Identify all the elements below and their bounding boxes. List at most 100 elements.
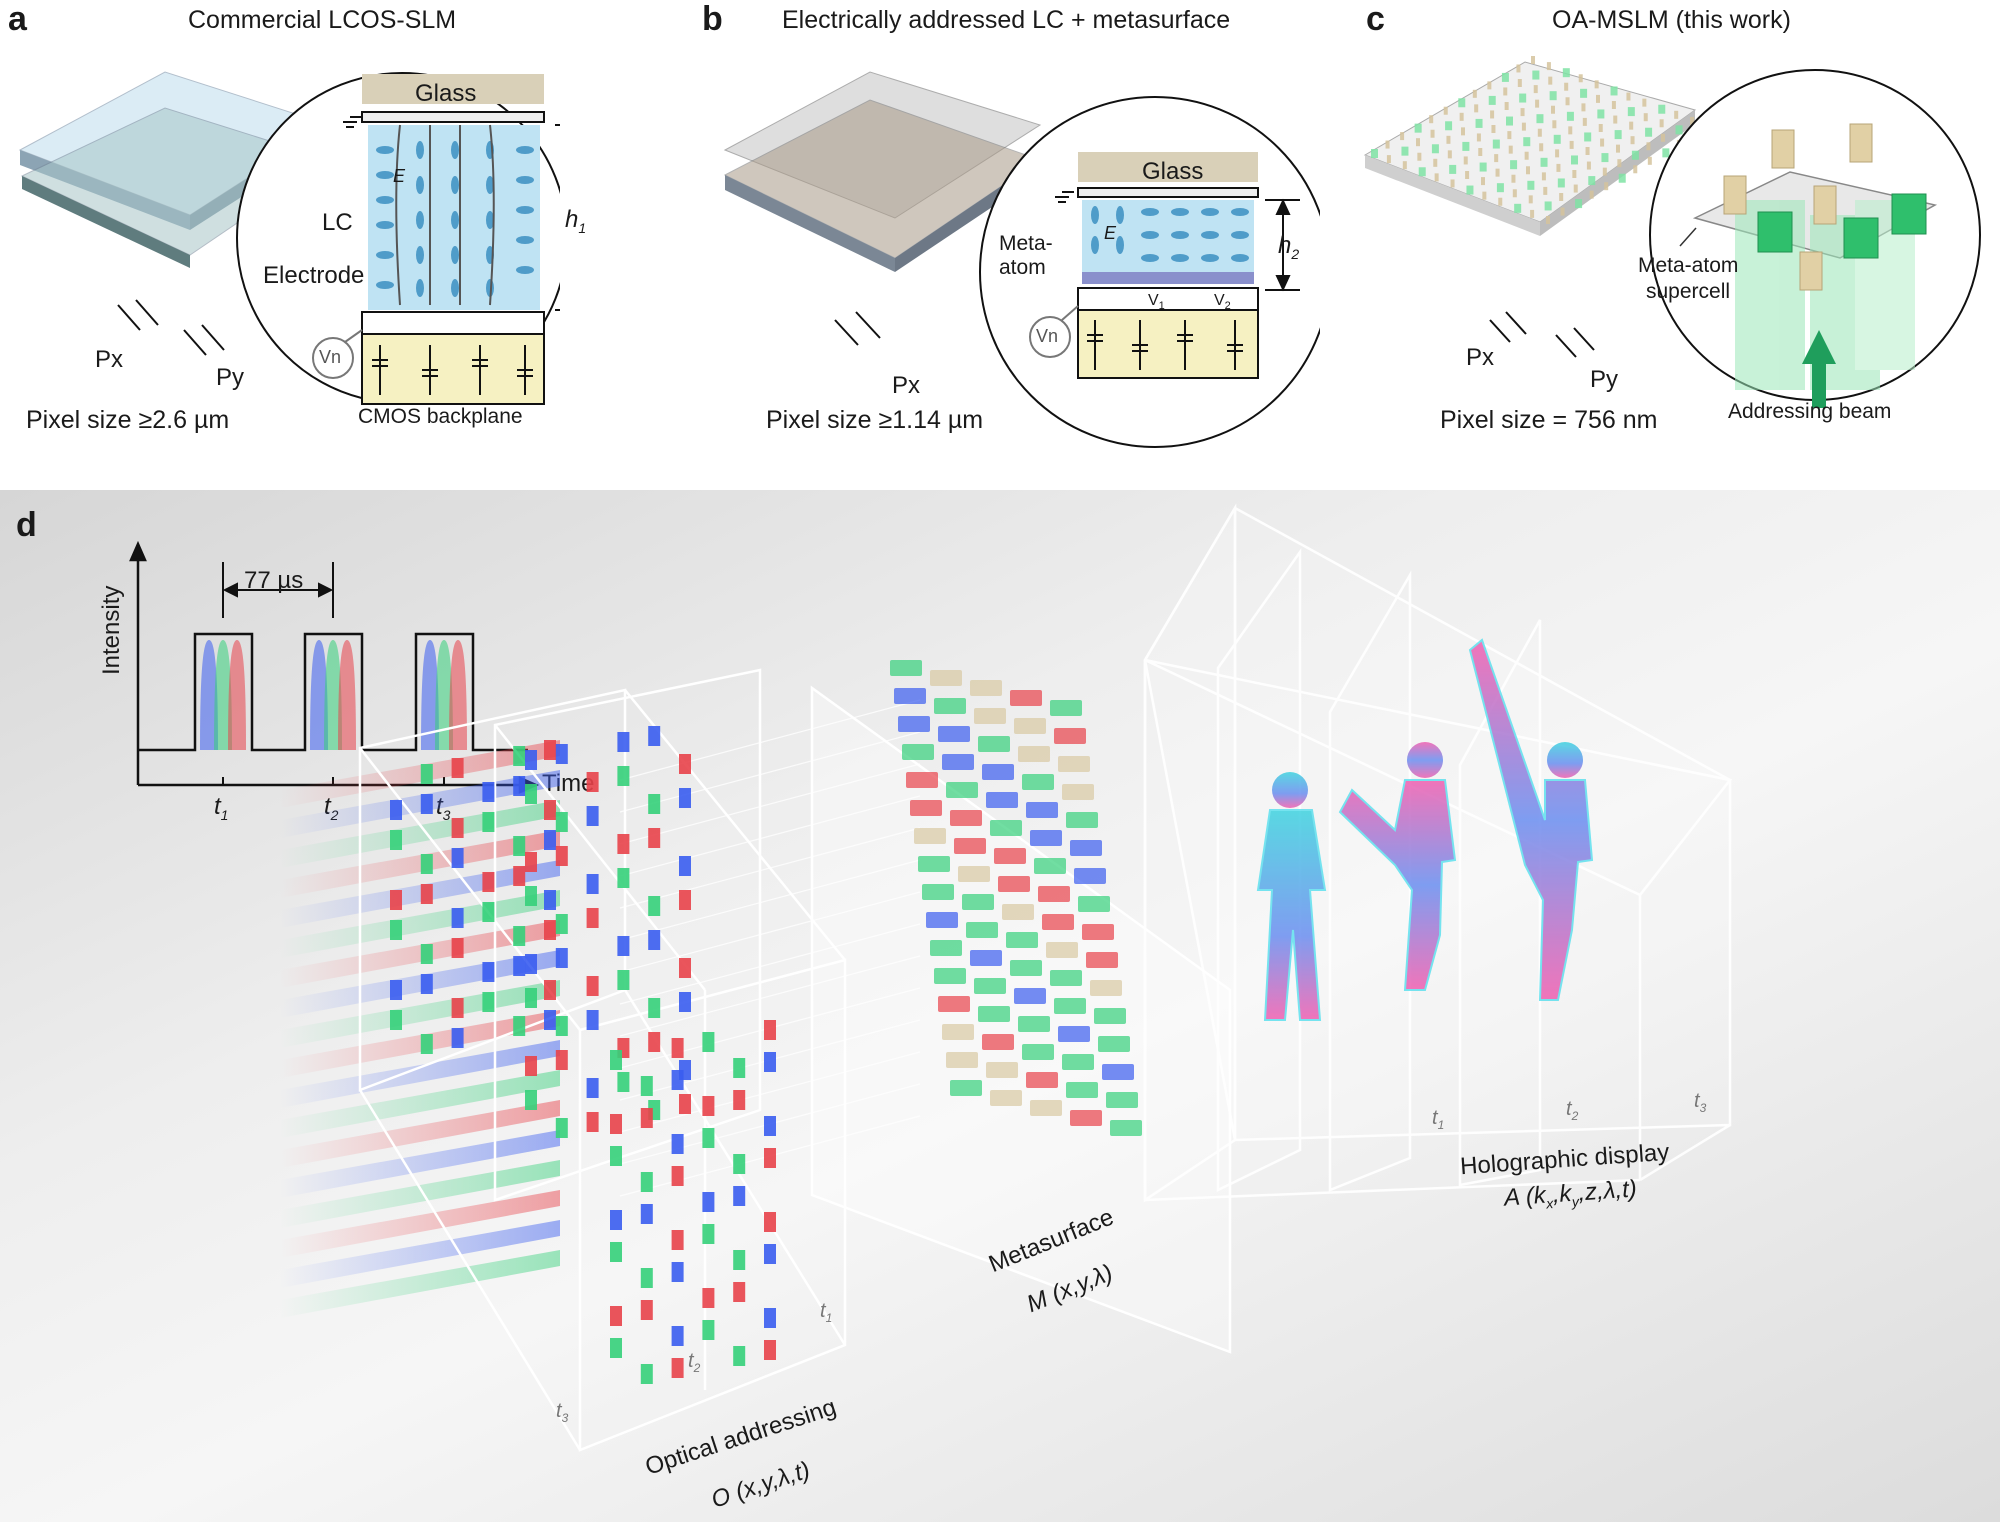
oa-pixel	[525, 886, 537, 906]
meta-atom-tan	[1537, 128, 1542, 137]
pitch-markers-b	[834, 311, 881, 346]
meta-atom-tan	[1512, 189, 1517, 198]
meta-atom-green	[1557, 178, 1565, 188]
meta-atom-tan	[1552, 120, 1557, 129]
meta-atom-green	[1475, 118, 1483, 128]
oa-pixel	[671, 1262, 684, 1282]
oa-pixel	[764, 1340, 776, 1360]
meta-atom-green	[1627, 107, 1635, 117]
panel-c-py-label: Py	[1590, 366, 1619, 393]
oa-plane-t1: t1	[820, 1300, 833, 1325]
metasurface-block	[930, 940, 962, 956]
lc-molecules-b	[1091, 206, 1249, 262]
beam-line	[619, 699, 921, 781]
panel-b-meta-atom-label-2: atom	[999, 256, 1046, 279]
meta-atom-tan	[1478, 148, 1483, 156]
oa-pixel	[617, 936, 630, 956]
oa-pixel	[420, 884, 433, 904]
oa-pixel	[764, 1308, 776, 1328]
oa-pixel	[482, 812, 495, 832]
meta-atom-tan	[1548, 76, 1553, 85]
meta-atom-tan	[1551, 105, 1555, 114]
metasurface-block	[1066, 1082, 1098, 1098]
metasurface-block	[942, 754, 974, 770]
beam-line	[619, 1051, 921, 1133]
metasurface-block	[1054, 998, 1086, 1014]
meta-atoms-b	[1082, 272, 1254, 284]
ea-lc-device	[723, 71, 1042, 272]
oa-pixel	[525, 852, 537, 872]
pulse-lobe	[200, 640, 218, 750]
panel-a-px-label: Px	[95, 346, 124, 373]
meta-atom-tan	[1573, 184, 1578, 193]
cmos-circuit	[372, 345, 533, 395]
light-beam	[280, 1190, 560, 1258]
oa-pixel	[390, 890, 402, 910]
beam-line	[619, 923, 921, 1005]
beam-line	[619, 859, 921, 941]
oa-pixel	[617, 868, 630, 888]
metasurface-block	[1066, 812, 1098, 828]
panel-a-py-label: Py	[216, 364, 245, 391]
metasurface-block	[946, 1052, 978, 1068]
meta-atom-tan	[1674, 110, 1679, 119]
meta-atom-green	[1431, 144, 1439, 154]
meta-atom-tan	[1596, 94, 1600, 103]
metasurface-block	[1014, 988, 1046, 1004]
metasurface-block	[970, 680, 1002, 696]
meta-atom-green	[1571, 155, 1578, 165]
meta-atom-green	[1492, 139, 1500, 149]
meta-atom-tan	[1443, 106, 1448, 115]
inset-interval-label: 77 µs	[244, 567, 304, 594]
meta-atom-tan	[1402, 161, 1407, 170]
h2-arrow	[1265, 198, 1300, 292]
oa-pixel	[733, 1186, 746, 1206]
metasurface-block	[1022, 774, 1054, 790]
metasurface-block	[1090, 980, 1122, 996]
hologram-figure-2	[1338, 742, 1457, 991]
meta-atom-tan	[1520, 108, 1525, 117]
meta-atom-tan	[1611, 101, 1616, 109]
oa-pixel	[648, 794, 661, 814]
oa-pixel	[525, 954, 537, 974]
meta-atom-green	[1488, 95, 1496, 105]
oa-pixel	[420, 944, 433, 964]
oa-pixel	[702, 1192, 715, 1212]
meta-atom-tan	[1572, 170, 1577, 178]
metasurface-block	[1078, 896, 1110, 912]
meta-atom-tan	[1433, 158, 1438, 167]
meta-atom-green	[1601, 153, 1609, 163]
meta-atom-tan	[1589, 190, 1594, 199]
meta-atom-tan	[1400, 132, 1405, 141]
oa-pixel	[390, 1010, 402, 1030]
meta-atom-tan	[1528, 195, 1533, 204]
metasurface-block	[1018, 746, 1050, 762]
metasurface-block	[1010, 960, 1042, 976]
cmos-backplane-block	[361, 333, 545, 405]
oa-pixel	[482, 992, 495, 1012]
panel-c-pixel-size: Pixel size = 756 nm	[1440, 406, 1658, 434]
oa-plane-t2: t2	[688, 1350, 701, 1375]
oa-pixel	[555, 948, 568, 968]
oa-pixel	[733, 1058, 746, 1078]
lc-molecules	[376, 141, 534, 297]
metasurface-block	[1106, 1092, 1138, 1108]
meta-atom-tan	[1531, 56, 1535, 64]
oa-pixel	[420, 974, 433, 994]
panel-b-title: Electrically addressed LC + metasurface	[782, 6, 1231, 34]
metasurface-block	[1062, 1054, 1094, 1070]
oa-pixel	[544, 890, 556, 910]
oa-pixel	[482, 872, 495, 892]
meta-atom-tan	[1476, 133, 1481, 142]
oa-pixel	[420, 854, 433, 874]
beam-line	[619, 731, 921, 813]
meta-atom-green	[1597, 109, 1605, 119]
meta-atom-tan	[1416, 138, 1420, 147]
oa-pixel	[586, 908, 599, 928]
oa-pixel	[733, 1090, 746, 1110]
meta-atom-green	[1658, 104, 1666, 114]
oa-pixel	[617, 1072, 630, 1092]
oa-pixel	[679, 856, 691, 876]
oa-pixel	[555, 744, 568, 764]
panel-d-letter: d	[16, 506, 37, 544]
